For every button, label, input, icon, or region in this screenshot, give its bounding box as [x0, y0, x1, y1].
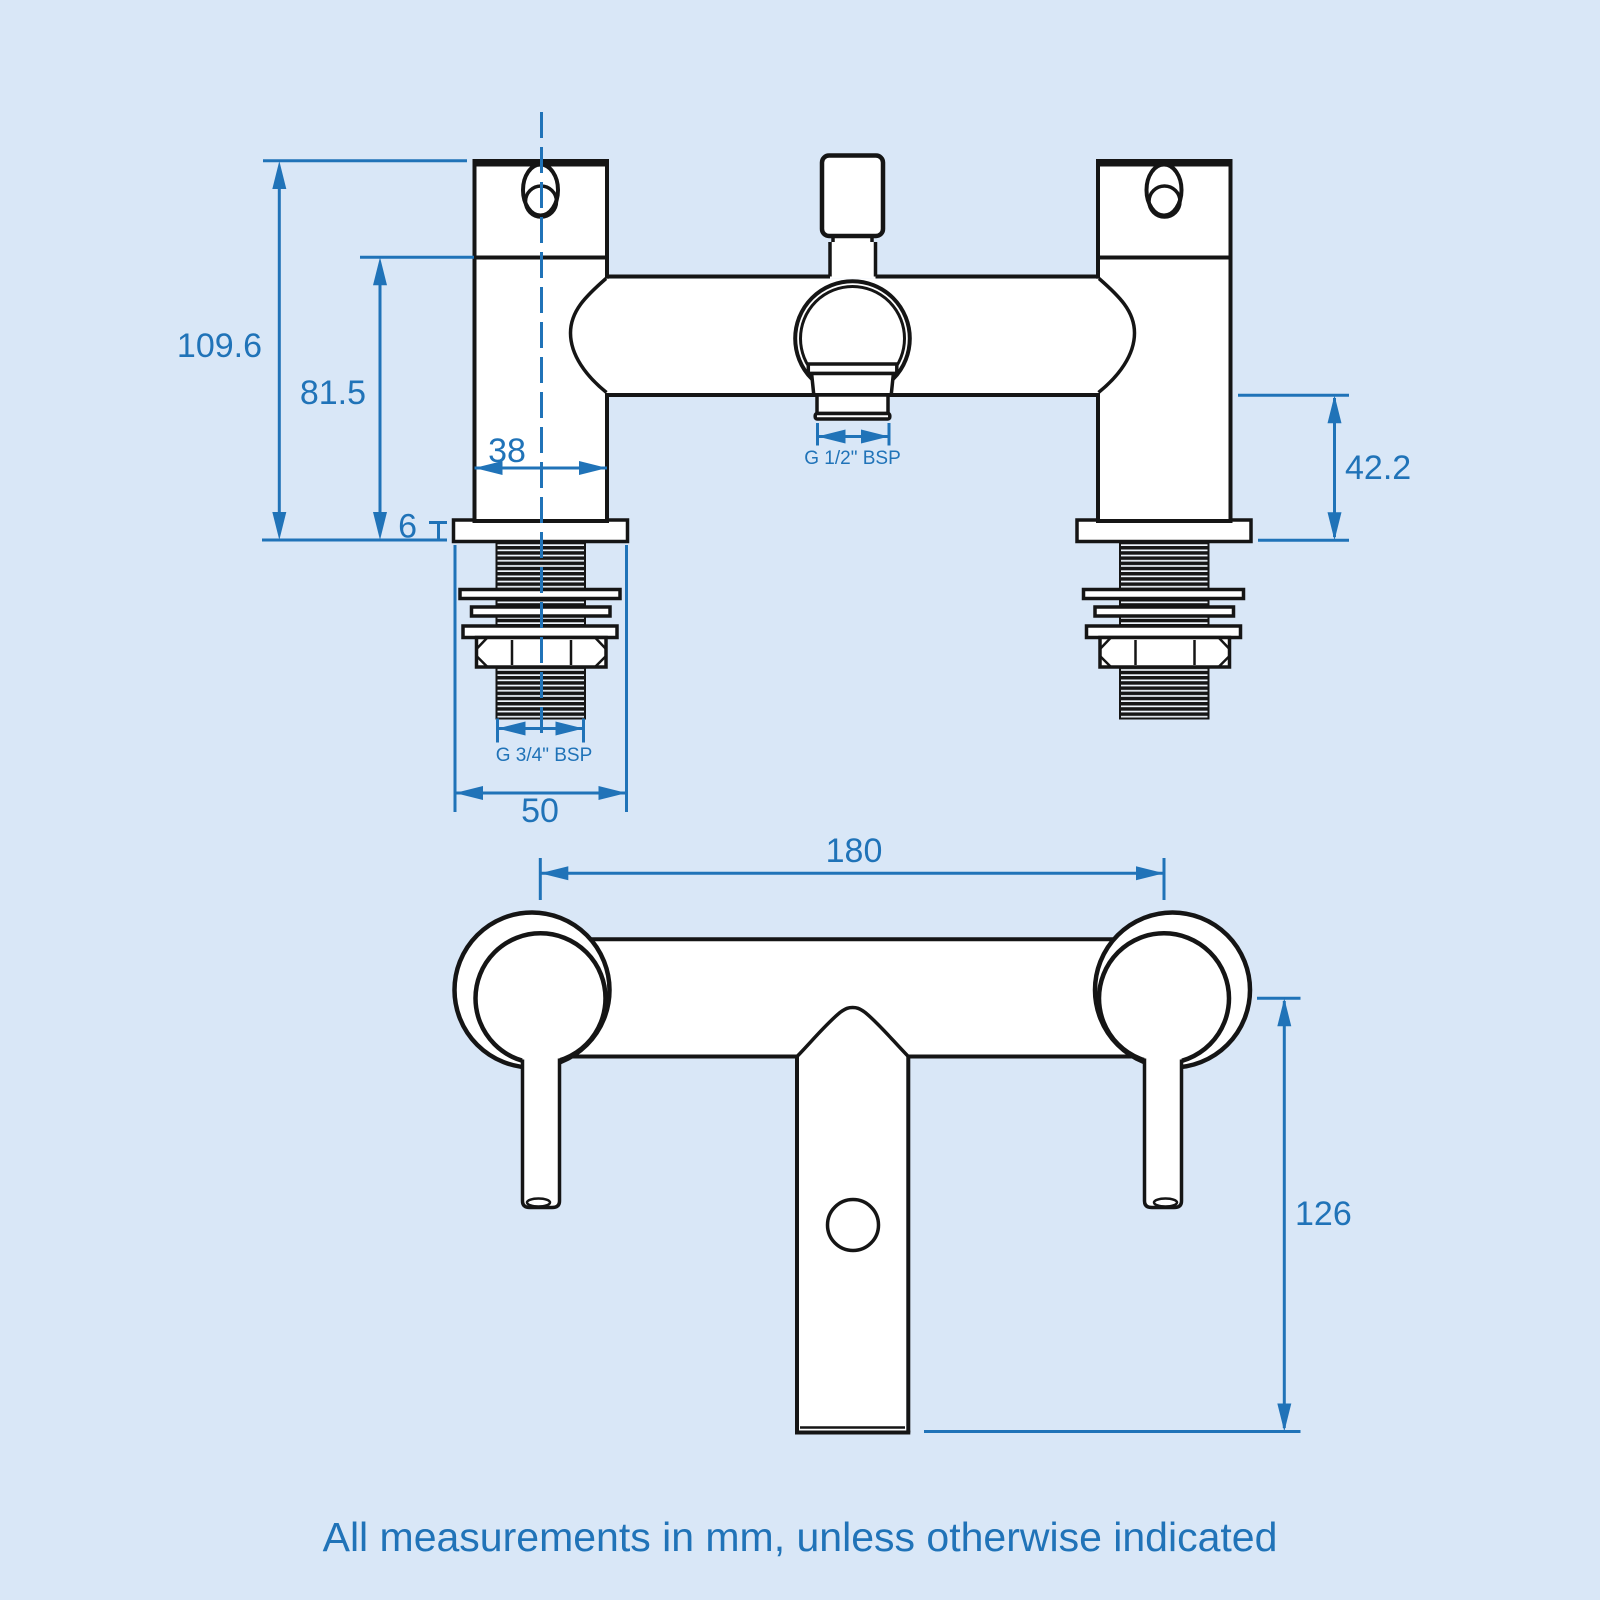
diverter-knob-cap: [819, 153, 886, 239]
right-pillar: [1096, 159, 1233, 523]
tap-centres-label: 180: [826, 832, 883, 870]
plan-right-valve: [1092, 910, 1253, 1210]
dim-inlet-thread: G 3/4" BSP: [496, 718, 593, 766]
dim-outlet-height: 42.2: [1238, 393, 1411, 542]
deck-plate-width-label: 50: [521, 792, 559, 830]
spout-projection-label: 126: [1295, 1195, 1352, 1233]
spout-shoulder-arch: [795, 1005, 910, 1058]
boss-neck: [809, 371, 896, 397]
plan-body-bar: [535, 937, 1169, 1059]
right-washer-1: [1081, 587, 1246, 601]
shower-hose-outlet: [815, 393, 890, 416]
left-lever-end-opening: [525, 1197, 552, 1208]
right-deck-plate: [1075, 518, 1253, 544]
dim-shower-outlet-thread: G 1/2" BSP: [804, 423, 901, 469]
dim-pillar-width: 38: [474, 432, 607, 475]
front-dimensions: 109.6 81.5 38 6: [177, 159, 1411, 830]
shower-hose-outlet-lip: [813, 411, 892, 421]
left-valve-inner-circle: [473, 931, 608, 1066]
overall-height-label: 109.6: [177, 327, 262, 365]
plan-dimensions: 180 126: [538, 832, 1352, 1433]
right-junction-curve: [1097, 277, 1137, 394]
dim-deck-thickness: 6: [398, 508, 447, 546]
shower-outlet-boss: [605, 279, 1100, 421]
front-view: 109.6 81.5 38 6: [177, 112, 1411, 830]
dim-tap-centres: 180: [538, 832, 1166, 900]
dim-overall-height: 109.6: [177, 161, 287, 540]
units-note: All measurements in mm, unless otherwise…: [323, 1514, 1278, 1560]
pillar-width-label: 38: [488, 432, 526, 470]
right-inlet-tail: [1081, 540, 1246, 720]
diverter-knob: [819, 153, 886, 279]
right-backnut: [1098, 635, 1232, 669]
plan-spout: [795, 1005, 911, 1435]
body-height-label: 81.5: [300, 374, 366, 412]
dim-body-height: 81.5: [300, 257, 387, 540]
right-handle-oval-inner: [1147, 184, 1182, 219]
inlet-thread-label: G 3/4" BSP: [496, 745, 593, 766]
right-lower-thread: [1119, 666, 1210, 720]
plan-left-valve: [452, 910, 612, 1210]
left-junction-curve: [568, 277, 608, 394]
right-washer-2: [1093, 605, 1236, 618]
dim-spout-projection: 126: [924, 996, 1352, 1433]
spout-hole: [825, 1197, 881, 1253]
deck-thickness-label: 6: [398, 508, 417, 546]
shower-outlet-thread-label: G 1/2" BSP: [804, 448, 901, 469]
plan-view: 180 126: [452, 832, 1352, 1435]
dim-deck-plate-width: 50: [453, 545, 628, 830]
right-lever-end-opening: [1152, 1197, 1179, 1208]
right-valve-inner-circle: [1096, 931, 1232, 1066]
outlet-height-label: 42.2: [1345, 449, 1411, 487]
